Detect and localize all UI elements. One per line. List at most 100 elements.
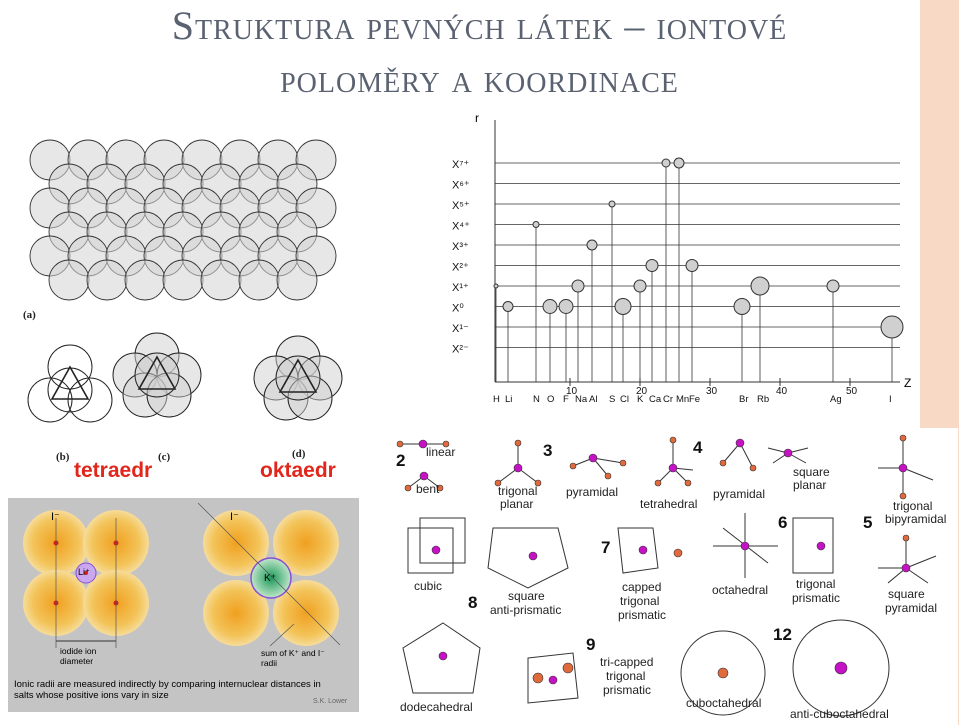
cluster-sphere	[47, 344, 93, 390]
iodide-ions-right	[203, 510, 339, 646]
credit-label: S.K. Lower	[313, 698, 348, 705]
packing-sphere	[276, 211, 318, 253]
element-label: Ag	[830, 394, 842, 405]
packing-sphere	[48, 259, 90, 301]
charge-label: X⁵⁺	[452, 200, 470, 212]
packing-sphere	[295, 139, 337, 181]
ion-sphere	[542, 299, 558, 314]
cluster-sphere	[146, 372, 192, 418]
iodide-label-1: I⁻	[51, 511, 60, 523]
element-label: K	[637, 394, 644, 405]
sum-radii-label: sum of K⁺ and I⁻ radii	[261, 648, 325, 668]
name-sq-antiprism: square	[508, 589, 545, 603]
cluster-polyhedron	[137, 355, 177, 390]
slide-title-line1: Struktura pevných látek – iontové	[171, 3, 788, 48]
atom	[604, 472, 612, 480]
bond	[739, 442, 754, 469]
packing-sphere	[181, 139, 223, 181]
coordination-number: 6	[778, 513, 787, 532]
x-tick-label: 20	[636, 386, 648, 397]
bond	[902, 467, 934, 481]
atom	[740, 541, 750, 551]
name-capped-tp-3: prismatic	[618, 608, 666, 622]
atom	[513, 463, 523, 473]
packing-sphere	[124, 163, 166, 205]
packing-sphere	[276, 163, 318, 205]
name-tetrahedral: tetrahedral	[640, 497, 697, 511]
atom	[898, 463, 908, 473]
packing-sphere	[238, 259, 280, 301]
prism	[617, 527, 659, 574]
dodecahedron	[402, 622, 481, 694]
atom	[735, 438, 745, 448]
iodide-label-2: I⁻	[230, 511, 239, 523]
element-label: S	[609, 394, 615, 405]
bond	[905, 555, 937, 569]
bond	[905, 567, 929, 584]
label-c: (c)	[158, 451, 171, 463]
prism	[792, 517, 834, 574]
name-sq-antiprism-2: anti-prismatic	[490, 603, 561, 617]
label-a: (a)	[23, 309, 36, 321]
atom	[654, 479, 662, 487]
cube-face	[419, 517, 466, 564]
packing-sphere	[162, 259, 204, 301]
cluster-sphere	[156, 352, 202, 398]
ionic-radii-panel: I⁻ I⁻ Li⁺ K⁺ iodide ion diameter sum of …	[8, 498, 359, 712]
ionic-radii-caption: Ionic radii are measured indirectly by c…	[14, 679, 321, 701]
element-label: F	[563, 394, 569, 405]
name-trig-prism: trigonal	[796, 577, 835, 591]
packing-sphere	[143, 187, 185, 229]
iodide-diameter-label: iodide ion diameter	[60, 646, 97, 666]
atom	[404, 484, 412, 492]
label-b: (b)	[56, 451, 70, 463]
atom	[902, 534, 910, 542]
atom	[528, 551, 538, 561]
atom	[749, 464, 757, 472]
charge-label: X³⁺	[452, 241, 469, 253]
name-trig-bipyr: trigonal	[893, 499, 932, 513]
element-label: Li	[505, 394, 512, 405]
name-capped-tp-2: trigonal	[620, 594, 659, 608]
packing-sphere	[86, 259, 128, 301]
atom	[418, 439, 428, 449]
element-label: Mn	[676, 394, 689, 405]
cluster-polyhedron	[50, 365, 90, 400]
chart-y-axis-label: r	[475, 111, 479, 125]
atom	[899, 492, 907, 500]
ion-sphere	[608, 200, 616, 208]
charge-label: X¹⁺	[452, 282, 469, 294]
packing-sphere	[276, 259, 318, 301]
atom	[901, 563, 911, 573]
atom	[673, 548, 683, 558]
charge-label: X²⁺	[452, 262, 469, 274]
x-tick-label: 10	[566, 386, 578, 397]
atom	[431, 545, 441, 555]
slide-title-line2: poloměry a koordinace	[280, 56, 679, 101]
name-sq-pyr-2: pyramidal	[885, 601, 937, 615]
element-label: H	[493, 394, 500, 405]
atom	[534, 479, 542, 487]
packing-sphere	[219, 235, 261, 277]
charge-label: X⁰	[452, 303, 464, 315]
name-octahedral: octahedral	[712, 583, 768, 597]
atom	[783, 448, 793, 458]
name-tricapped-2: trigonal	[606, 669, 645, 683]
coordination-number: 4	[693, 438, 703, 457]
element-label: Fe	[689, 394, 700, 405]
ion-sphere	[571, 279, 585, 293]
ion-sphere	[532, 221, 540, 228]
chart-x-axis-label: Z	[904, 376, 912, 390]
atom	[396, 440, 404, 448]
label-d: (d)	[292, 448, 306, 460]
atom	[532, 672, 544, 684]
atom	[588, 453, 598, 463]
packing-sphere	[200, 163, 242, 205]
ion-sphere	[733, 298, 751, 315]
packing-sphere	[181, 235, 223, 277]
atom	[717, 667, 729, 679]
name-trigonal-planar-2: planar	[500, 497, 533, 511]
coordination-number: 12	[773, 625, 792, 644]
packing-sphere	[295, 235, 337, 277]
